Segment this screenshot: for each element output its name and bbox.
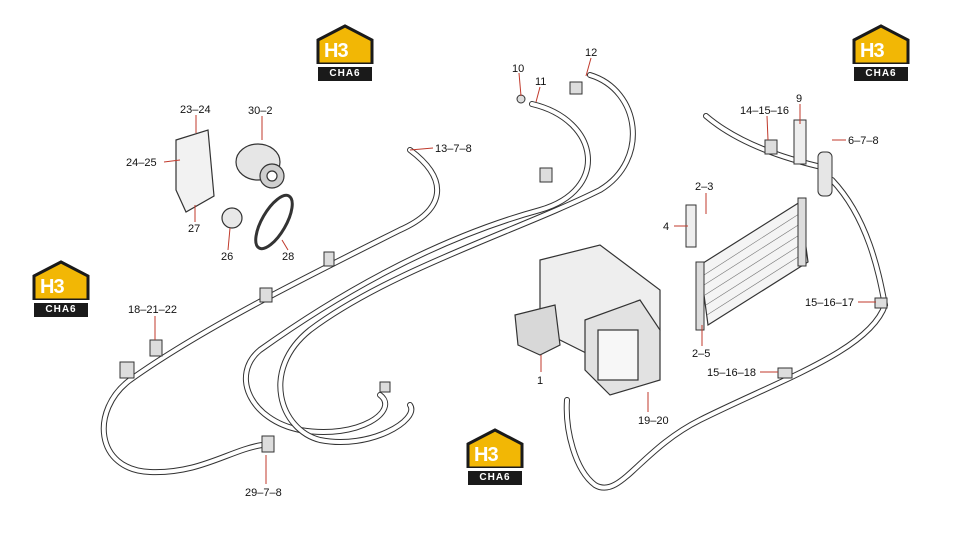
compressor <box>235 143 285 189</box>
fitting-12 <box>569 81 583 95</box>
callout-23-24: 23–24 <box>180 104 211 116</box>
callout-9: 9 <box>796 93 802 105</box>
brand-logo: H3 CHA6 <box>314 24 376 82</box>
clamp <box>261 435 275 453</box>
brand-mark: H3 <box>474 444 499 466</box>
brand-mark: H3 <box>40 276 65 298</box>
callout-24-25: 24–25 <box>126 157 157 169</box>
brand-word: CHA6 <box>468 471 522 485</box>
clamp <box>379 381 391 393</box>
brand-logo: H3 CHA6 <box>30 260 92 318</box>
callout-13-7-8: 13–7–8 <box>435 143 472 155</box>
callout-29-7-8: 29–7–8 <box>245 487 282 499</box>
callout-4: 4 <box>663 221 669 233</box>
brand-logo: H3 CHA6 <box>850 24 912 82</box>
callout-26: 26 <box>221 251 233 263</box>
clamp <box>149 339 163 357</box>
brand-mark: H3 <box>324 40 349 62</box>
callout-2-3: 2–3 <box>695 181 713 193</box>
callout-2-5: 2–5 <box>692 348 710 360</box>
callout-28: 28 <box>282 251 294 263</box>
brand-word: CHA6 <box>854 67 908 81</box>
condenser <box>695 197 809 331</box>
belt <box>254 193 294 251</box>
callout-30-2: 30–2 <box>248 105 272 117</box>
callout-11: 11 <box>535 76 546 88</box>
receiver-drier <box>817 151 833 197</box>
callout-19-20: 19–20 <box>638 415 669 427</box>
callout-6-7-8: 6–7–8 <box>848 135 879 147</box>
clamp <box>259 287 273 303</box>
clamp <box>764 139 778 155</box>
bracket <box>175 129 215 213</box>
brand-logo: H3 CHA6 <box>464 428 526 486</box>
hvac-unit <box>514 244 661 396</box>
brand-word: CHA6 <box>34 303 88 317</box>
clamp <box>119 361 135 379</box>
brand-word: CHA6 <box>318 67 372 81</box>
bracket-9 <box>793 119 807 165</box>
clamp <box>539 167 553 183</box>
callout-14-15-16: 14–15–16 <box>740 105 789 117</box>
callout-18-21-22: 18–21–22 <box>128 304 177 316</box>
callout-1: 1 <box>537 375 543 387</box>
callout-15-16-17: 15–16–17 <box>805 297 854 309</box>
callout-12: 12 <box>585 47 597 59</box>
clamp <box>874 297 888 309</box>
callout-27: 27 <box>188 223 200 235</box>
callout-10: 10 <box>512 63 524 75</box>
brand-mark: H3 <box>860 40 885 62</box>
pulley <box>221 207 243 229</box>
fitting-10 <box>516 94 526 104</box>
clamp <box>323 251 335 267</box>
clamp <box>777 367 793 379</box>
callout-15-16-18: 15–16–18 <box>707 367 756 379</box>
